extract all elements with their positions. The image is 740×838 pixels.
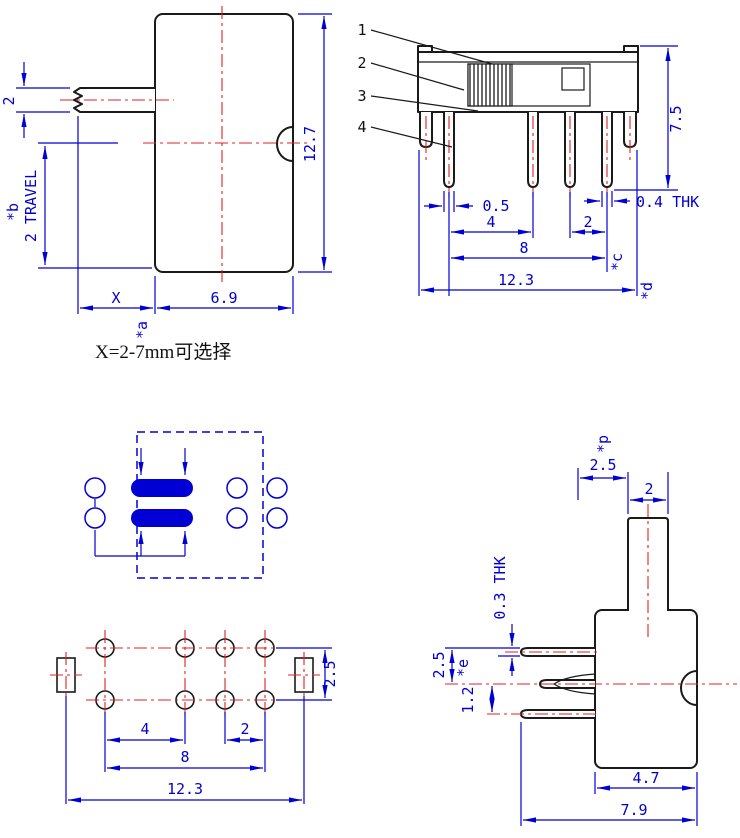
body-edge-notch bbox=[276, 126, 294, 162]
dim-terminal-thickness-label: 0.4 THK bbox=[636, 193, 699, 211]
side-view-centerlines bbox=[60, 6, 307, 282]
top-step-left bbox=[417, 45, 433, 53]
pcb-dim-total-label: 12.3 bbox=[167, 780, 203, 798]
pcb-dimension-lines bbox=[65, 647, 332, 804]
dim-height-label: 7.5 bbox=[667, 105, 685, 132]
bent-pin-side-view: *p 2.5 2 0.3 THK 2.5 *e 1.2 4.7 7.9 bbox=[430, 435, 737, 826]
footnote-d-label: *d bbox=[638, 282, 656, 300]
dim-stem-width-label: 2 bbox=[644, 480, 653, 498]
callout-1: 1 bbox=[357, 21, 366, 39]
pcb-dim-pitch-a-label: 4 bbox=[140, 720, 149, 738]
side-view-dimension-lines bbox=[16, 13, 332, 314]
pcb-dim-row-spacing-label: 2.5 bbox=[321, 660, 339, 687]
pcb-slot-2 bbox=[131, 509, 193, 527]
bent-view-dimension-lines bbox=[445, 468, 698, 826]
pcb-slot-1 bbox=[131, 479, 193, 497]
side-view: 2 2 TRAVEL *b 12.7 X 6.9 *a X=2-7mm可选择 bbox=[0, 6, 332, 363]
callout-2: 2 bbox=[357, 54, 366, 72]
dim-pitch-b-label: 2 bbox=[583, 213, 592, 231]
dim-span-label: 8 bbox=[519, 239, 528, 257]
pcb-outline-dashed bbox=[136, 431, 264, 579]
pcb-holes-blue bbox=[84, 477, 288, 529]
dim-body-width-label: 6.9 bbox=[210, 289, 237, 307]
dim-terminal-thickness-label: 0.3 THK bbox=[491, 556, 509, 619]
dim-travel-label: 2 TRAVEL bbox=[22, 170, 40, 242]
bent-view-centerlines bbox=[445, 504, 737, 715]
dim-pin-offset-label: 2.5 bbox=[430, 651, 448, 678]
top-step-right bbox=[623, 45, 639, 53]
pcb-dim-span-label: 8 bbox=[180, 748, 189, 766]
contact-window bbox=[561, 67, 585, 91]
dim-pin-gap-label: 1.2 bbox=[459, 686, 477, 713]
front-view: 1 2 3 4 7.5 0.4 THK bbox=[357, 21, 699, 300]
pcb-dim-pitch-b-label: 2 bbox=[240, 720, 249, 738]
pin-fork-detail bbox=[553, 673, 596, 695]
footnote-a-label: *a bbox=[133, 321, 151, 339]
pcb-slot-markers bbox=[94, 448, 188, 557]
slider-knob-hatched bbox=[467, 63, 513, 107]
front-view-centerlines bbox=[425, 116, 631, 198]
dim-lever-thickness-label: 2 bbox=[0, 96, 18, 105]
footnote-e-label: *e bbox=[454, 659, 472, 677]
body-edge-notch bbox=[680, 670, 698, 706]
callout-3: 3 bbox=[357, 87, 366, 105]
dim-body-height-label: 12.7 bbox=[301, 126, 319, 162]
dim-pitch-a-label: 4 bbox=[486, 213, 495, 231]
footnote-p-label: *p bbox=[594, 435, 612, 453]
dim-terminal-width-label: 0.5 bbox=[482, 197, 509, 215]
pcb-layout-top bbox=[84, 431, 288, 579]
callout-4: 4 bbox=[357, 118, 366, 136]
footnote-c-label: *c bbox=[608, 253, 626, 271]
dim-total-width-label: 12.3 bbox=[498, 271, 534, 289]
footnote-b-label: *b bbox=[4, 203, 22, 221]
callout-leader-lines bbox=[370, 29, 493, 148]
front-view-dimension-lines bbox=[418, 45, 678, 296]
pcb-layout-bottom: 4 2 8 12.3 2.5 bbox=[50, 630, 339, 804]
x-range-note: X=2-7mm可选择 bbox=[95, 341, 231, 363]
pcb-centerlines bbox=[50, 630, 320, 718]
dim-total-depth-label: 7.9 bbox=[620, 801, 647, 819]
dim-body-depth-label: 4.7 bbox=[632, 769, 659, 787]
dim-x-label: X bbox=[111, 289, 120, 307]
dim-stem-offset-label: 2.5 bbox=[589, 456, 616, 474]
